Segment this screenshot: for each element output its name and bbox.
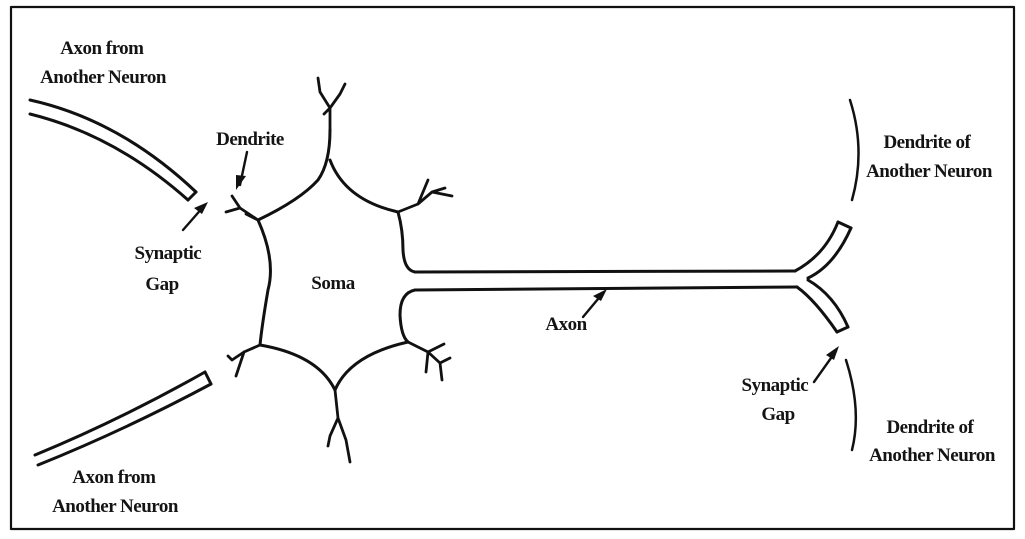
arrow-synaptic-gap-left <box>183 202 208 230</box>
label-synaptic-gap-left: Synaptic Gap <box>135 243 206 295</box>
arrow-dendrite <box>236 152 247 190</box>
arrow-axon <box>583 289 607 317</box>
label-synaptic-gap-left-line1: Synaptic <box>135 243 202 264</box>
label-synaptic-gap-right-line1: Synaptic <box>742 375 809 396</box>
label-axon-from-another-neuron-top-line2: Another Neuron <box>40 67 167 88</box>
label-synaptic-gap-right: Synaptic Gap <box>742 375 813 425</box>
label-synaptic-gap-left-line2: Gap <box>145 274 178 295</box>
label-axon-from-another-neuron-bottom-line2: Another Neuron <box>52 496 179 517</box>
label-dendrite-of-another-neuron-bottom-line2: Another Neuron <box>869 445 996 466</box>
label-soma: Soma <box>311 273 355 294</box>
axon-terminal-branches <box>795 222 851 332</box>
incoming-axon-top <box>30 100 196 200</box>
label-dendrite-of-another-neuron-top-line1: Dendrite of <box>883 132 971 153</box>
target-dendrite-bottom <box>846 360 856 450</box>
label-axon-from-another-neuron-bottom: Axon from Another Neuron <box>52 467 179 517</box>
label-axon: Axon <box>545 314 587 335</box>
label-synaptic-gap-right-line2: Gap <box>761 404 794 425</box>
label-dendrite-of-another-neuron-top: Dendrite of Another Neuron <box>866 132 993 182</box>
incoming-axon-bottom <box>35 372 211 465</box>
target-dendrite-top <box>850 100 859 200</box>
label-dendrite-of-another-neuron-top-line2: Another Neuron <box>866 161 993 182</box>
soma-body <box>258 130 797 390</box>
label-axon-from-another-neuron-top: Axon from Another Neuron <box>40 38 167 88</box>
label-dendrite-of-another-neuron-bottom: Dendrite of Another Neuron <box>869 417 996 466</box>
label-dendrite-of-another-neuron-bottom-line1: Dendrite of <box>886 417 974 438</box>
label-axon-from-another-neuron-bottom-line1: Axon from <box>72 467 156 488</box>
arrow-synaptic-gap-right <box>814 346 839 382</box>
label-axon-from-another-neuron-top-line1: Axon from <box>60 38 144 59</box>
label-dendrite: Dendrite <box>216 129 284 150</box>
